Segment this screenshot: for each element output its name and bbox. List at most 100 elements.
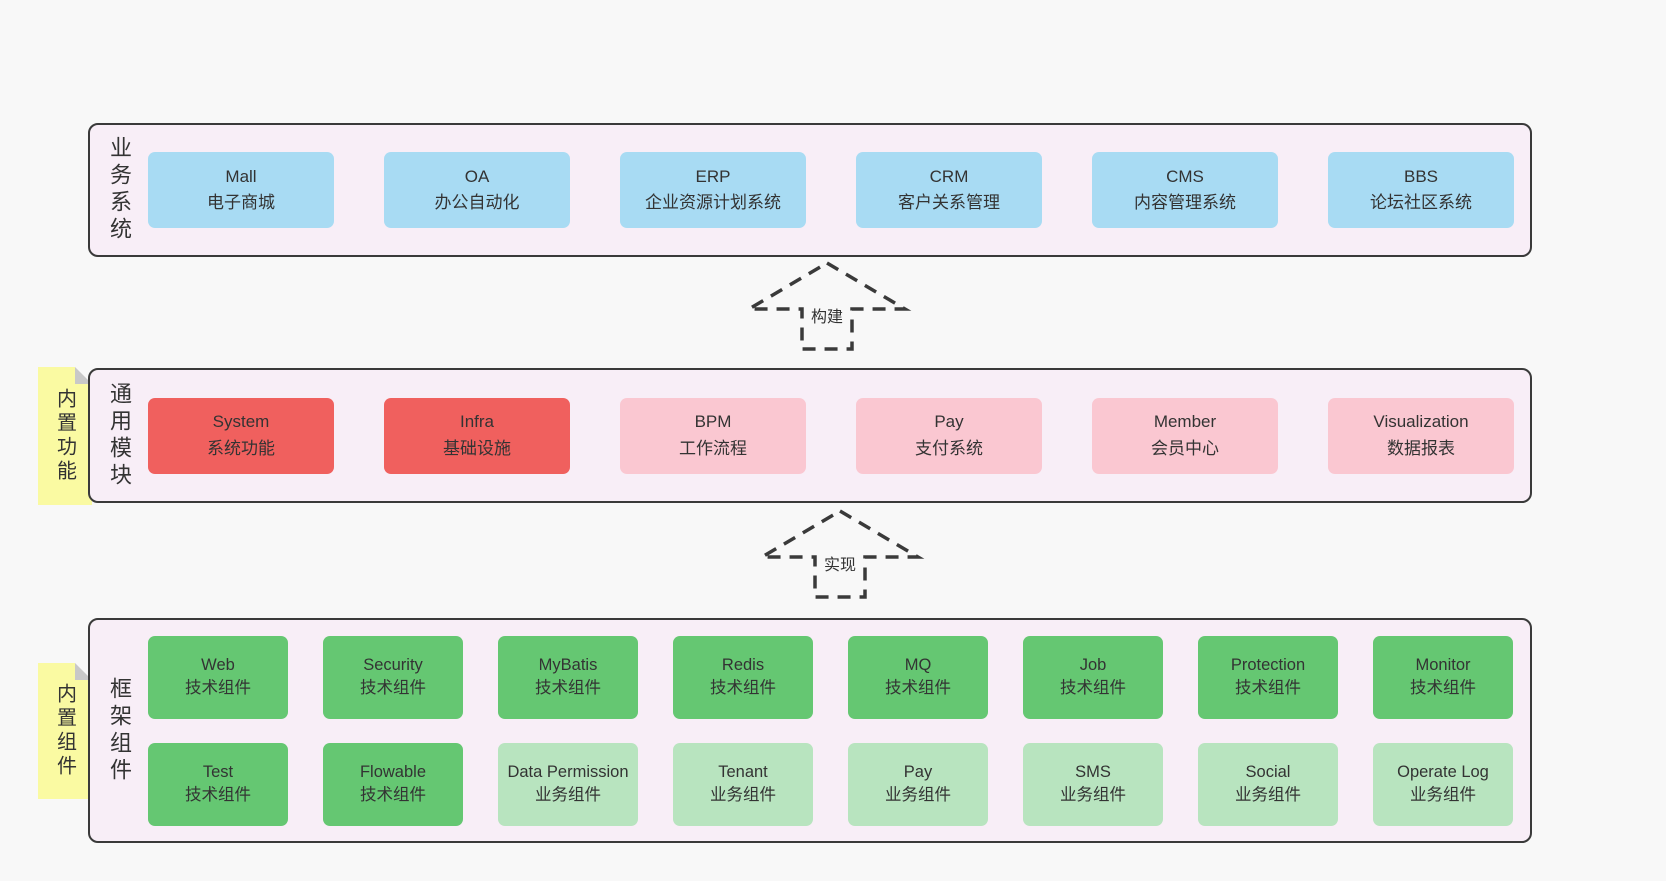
box-title: Test [202, 762, 234, 781]
box-title: MyBatis [538, 655, 598, 674]
box-title: Job [1079, 655, 1107, 674]
box-title: Visualization [1373, 412, 1469, 432]
box-subtitle: 基础设施 [443, 438, 511, 458]
sticky-tag-builtin-components: 内置组件 [38, 662, 92, 799]
box-subtitle: 数据报表 [1387, 438, 1455, 458]
implement-arrow: 实现 [755, 506, 925, 602]
box-subtitle: 业务组件 [885, 786, 951, 804]
folded-corner-icon [75, 366, 92, 384]
box-crm: CRM 客户关系管理 [856, 152, 1042, 228]
box-redis: Redis 技术组件 [673, 635, 813, 719]
box-title: OA [464, 166, 490, 186]
box-title: BBS [1403, 166, 1439, 186]
box-subtitle: 业务组件 [1410, 786, 1476, 804]
box-pay: Pay 支付系统 [856, 397, 1042, 474]
common-modules-panel: 内置功能 通用模块 System 系统功能 Infra 基础设施 BPM 工作流程 Pay 支… [38, 366, 1532, 505]
box-title: Infra [459, 412, 495, 432]
box-title: CMS [1166, 166, 1204, 186]
box-subtitle: 企业资源计划系统 [645, 193, 781, 212]
box-subtitle: 内容管理系统 [1134, 193, 1236, 212]
box-title: Tenant [718, 762, 768, 781]
panel-side-label-business: 业务系统 [107, 136, 132, 244]
box-subtitle: 技术组件 [360, 679, 426, 697]
box-title: Data Permission [507, 762, 629, 781]
dashed-up-arrow-icon [755, 508, 925, 599]
box-subtitle: 业务组件 [535, 786, 601, 804]
box-system: System 系统功能 [148, 397, 334, 474]
box-bbs: BBS 论坛社区系统 [1328, 152, 1514, 228]
box-title: Monitor [1415, 655, 1471, 674]
box-data-permission: Data Permission 业务组件 [498, 742, 638, 826]
box-erp: ERP 企业资源计划系统 [620, 152, 806, 228]
box-infra: Infra 基础设施 [384, 397, 570, 474]
folded-corner-icon [75, 662, 92, 680]
box-title: Member [1153, 412, 1217, 432]
box-title: CRM [929, 166, 969, 186]
sticky-tag-label: 内置组件 [53, 682, 76, 779]
box-title: BPM [694, 412, 732, 432]
box-bpm: BPM 工作流程 [620, 397, 806, 474]
sticky-tag-label: 内置功能 [53, 387, 76, 484]
box-title: SMS [1075, 762, 1111, 781]
box-subtitle: 电子商城 [207, 193, 275, 212]
panel-border: 通用模块 System 系统功能 Infra 基础设施 BPM 工作流程 Pay 支付系统 Me… [88, 368, 1532, 503]
box-title: Redis [721, 655, 765, 674]
box-subtitle: 业务组件 [1235, 786, 1301, 804]
box-subtitle: 客户关系管理 [898, 193, 1000, 212]
box-title: Social [1245, 762, 1291, 781]
sticky-tag-builtin-features: 内置功能 [38, 366, 92, 505]
box-subtitle: 技术组件 [360, 786, 426, 804]
panel-side-label-framework: 框架组件 [107, 676, 132, 785]
box-tenant: Tenant 业务组件 [673, 742, 813, 826]
box-subtitle: 技术组件 [710, 679, 776, 697]
box-visualization: Visualization 数据报表 [1328, 397, 1514, 474]
dashed-up-arrow-icon [742, 260, 912, 351]
box-title: ERP [695, 166, 731, 186]
box-subtitle: 支付系统 [915, 438, 983, 458]
box-subtitle: 技术组件 [185, 786, 251, 804]
box-title: System [212, 412, 270, 432]
box-member: Member 会员中心 [1092, 397, 1278, 474]
box-operate-log: Operate Log 业务组件 [1373, 742, 1513, 826]
box-subtitle: 技术组件 [1060, 679, 1126, 697]
box-subtitle: 业务组件 [1060, 786, 1126, 804]
box-subtitle: 系统功能 [207, 438, 275, 458]
box-row: System 系统功能 Infra 基础设施 BPM 工作流程 Pay 支付系统 Member 会… [148, 397, 1514, 474]
box-monitor: Monitor 技术组件 [1373, 635, 1513, 719]
box-subtitle: 业务组件 [710, 786, 776, 804]
box-title: Flowable [359, 762, 427, 781]
box-flowable: Flowable 技术组件 [323, 742, 463, 826]
box-subtitle: 工作流程 [679, 438, 747, 458]
box-subtitle: 技术组件 [185, 679, 251, 697]
box-subtitle: 会员中心 [1151, 438, 1219, 458]
box-title: Protection [1230, 655, 1306, 674]
box-subtitle: 技术组件 [885, 679, 951, 697]
panel-side-label-modules: 通用模块 [107, 381, 132, 490]
box-title: Pay [934, 412, 964, 432]
build-arrow: 构建 [742, 258, 912, 354]
box-test: Test 技术组件 [148, 742, 288, 826]
box-subtitle: 论坛社区系统 [1370, 193, 1472, 212]
implement-arrow-label: 实现 [820, 550, 860, 576]
box-pay: Pay 业务组件 [848, 742, 988, 826]
box-title: Pay [903, 762, 933, 781]
box-subtitle: 技术组件 [1410, 679, 1476, 697]
box-title: Operate Log [1397, 762, 1489, 781]
